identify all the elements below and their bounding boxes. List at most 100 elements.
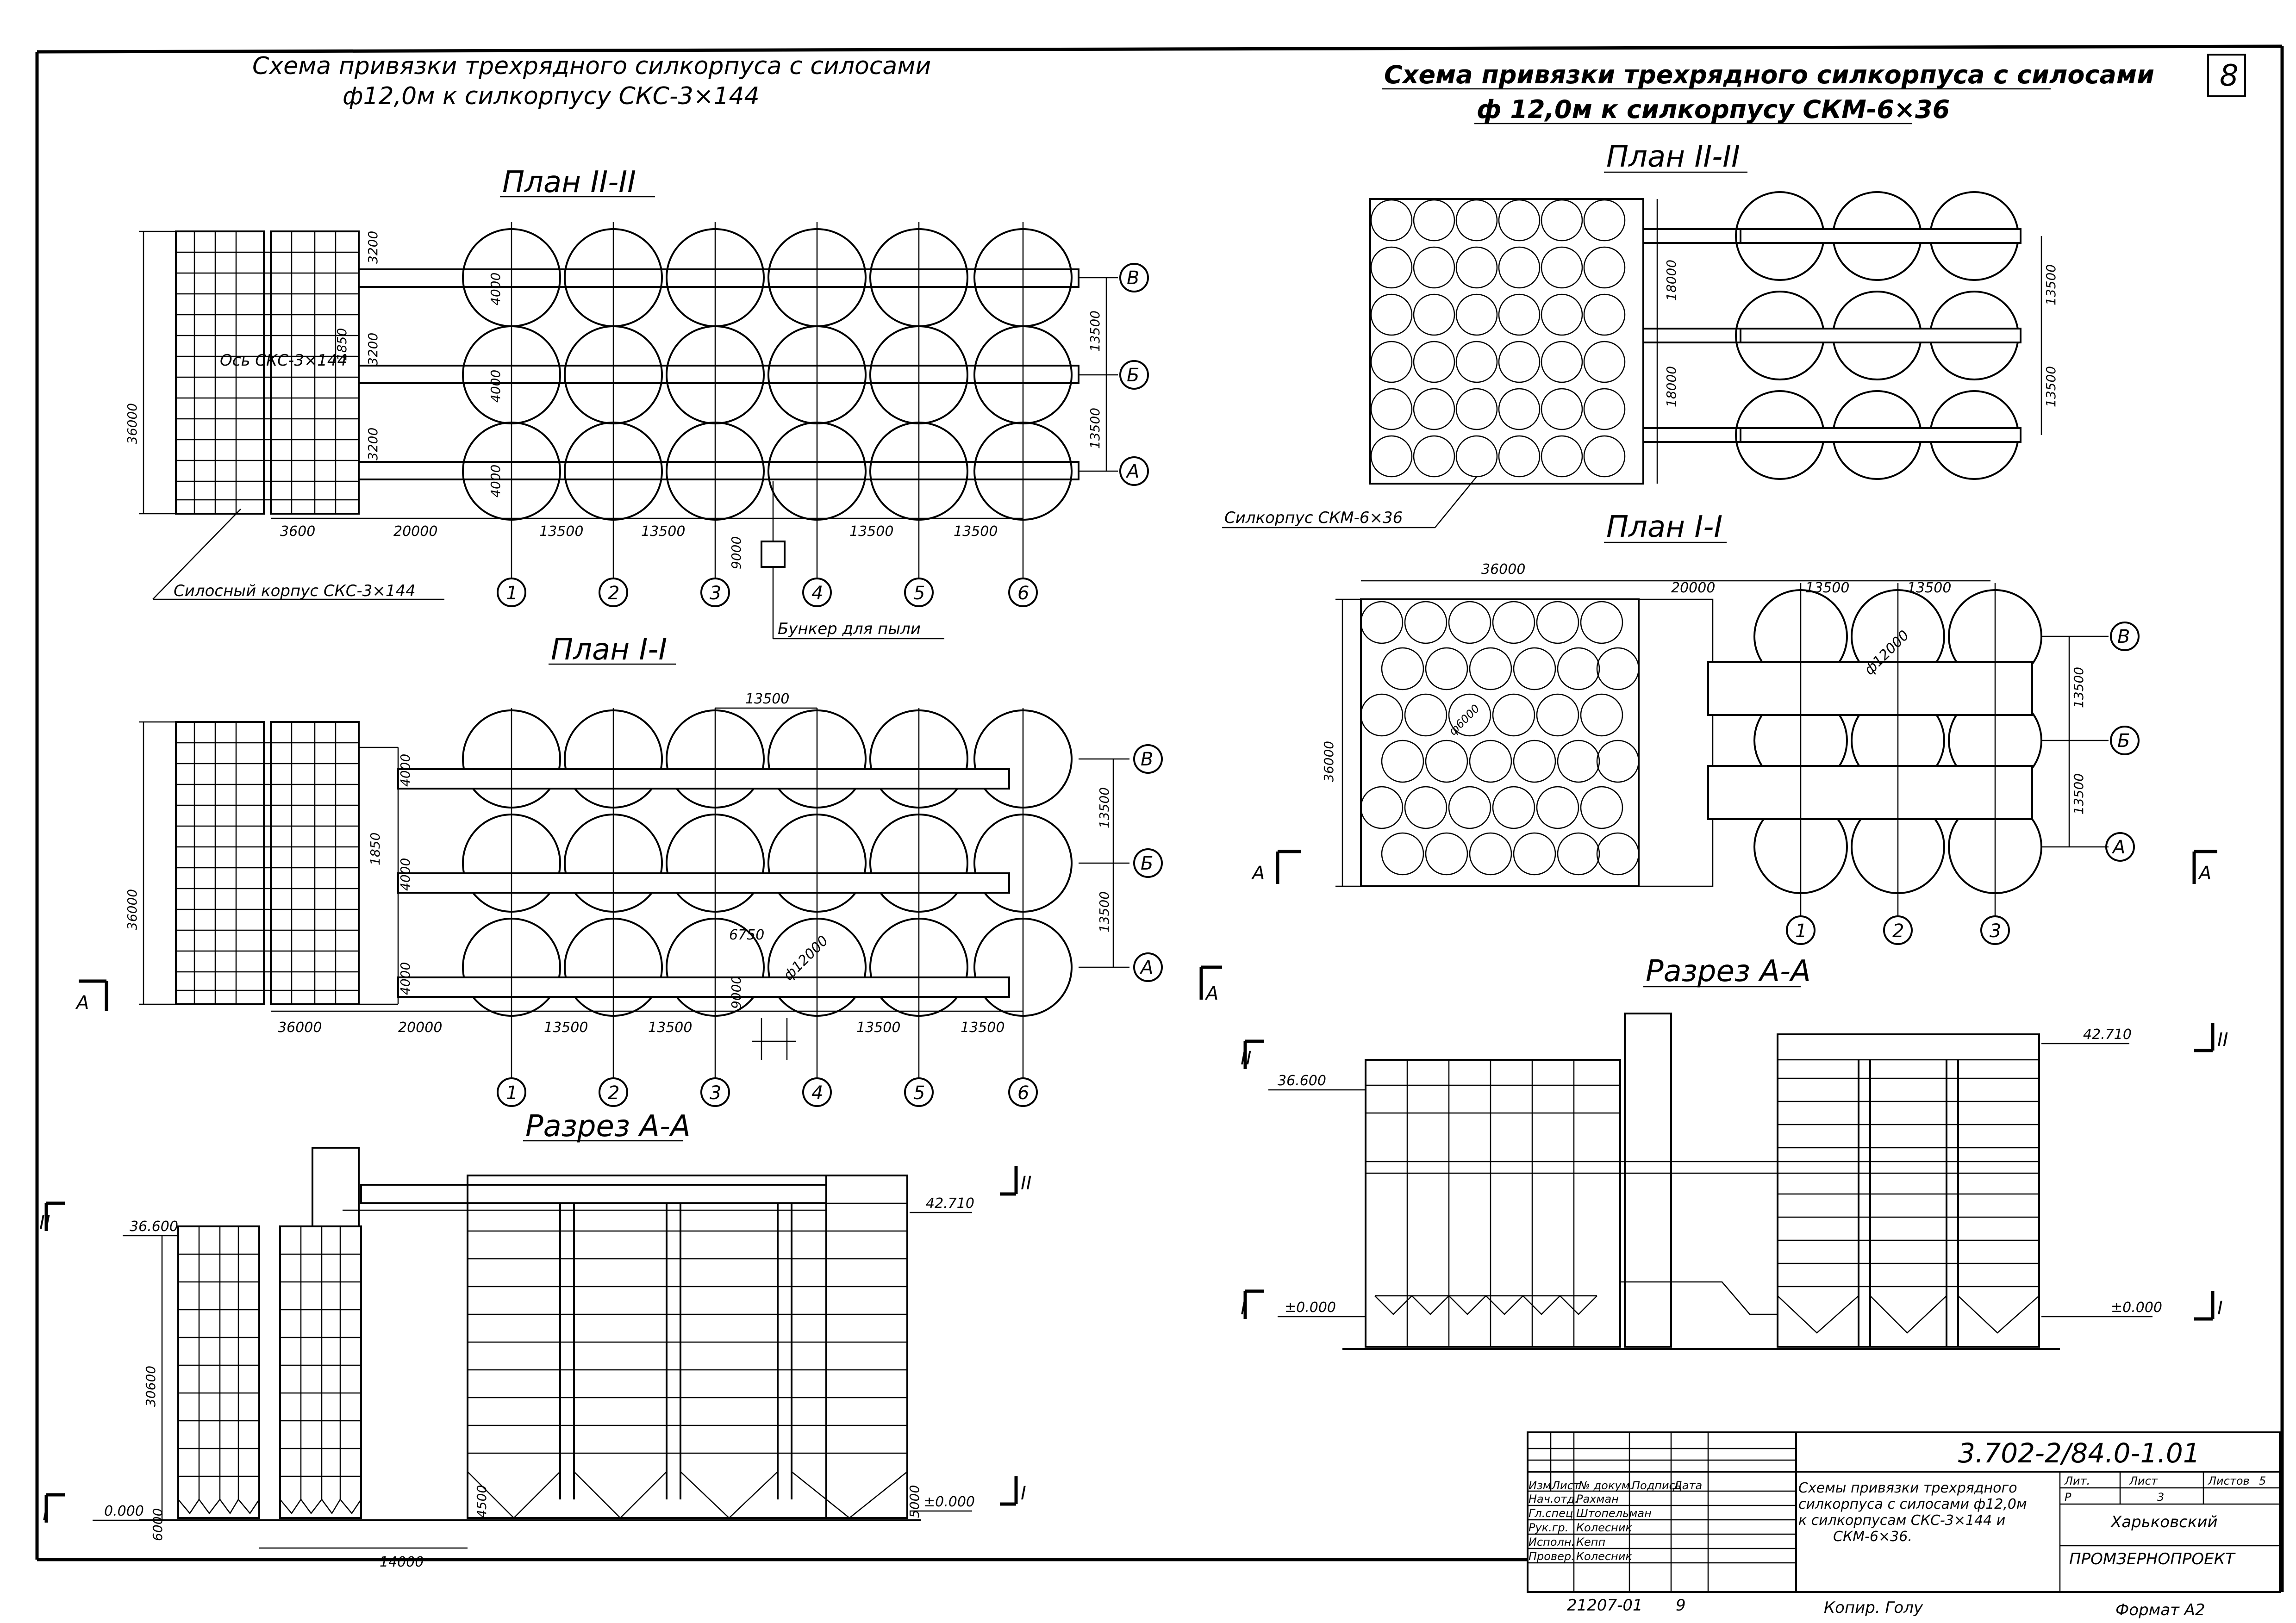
tb-bottom-sheet: 9 <box>1676 1596 1686 1615</box>
left-section-level-3: ±0.000 <box>923 1494 975 1510</box>
tb-code: 3.702-2/84.0-1.01 <box>1958 1437 2200 1469</box>
right-section-marker-i-right: I <box>2217 1298 2223 1319</box>
right-section-details <box>1366 1059 2040 1347</box>
left-section-level-top: 42.710 <box>926 1195 974 1212</box>
right-plan1-dim-top-1: 36000 <box>1481 561 1525 578</box>
left-plan1-row-3: А <box>1139 957 1153 978</box>
left-title-line2: ф12,0м к силкорпусу СКС-3×144 <box>343 82 760 110</box>
right-section: Разрез А-А <box>1241 954 2228 1350</box>
left-plan1-col-2: 2 <box>608 1082 619 1104</box>
left-section-heading: Разрез А-А <box>525 1109 691 1144</box>
left-plan-2: План II-II 36 <box>125 165 1149 640</box>
right-plan1-dim-left: 36000 <box>1321 741 1336 782</box>
right-plan1-dim-top-2: 20000 <box>1671 580 1715 596</box>
sheet-number: 8 <box>2220 59 2239 93</box>
tb-head-list: Лист <box>1551 1479 1580 1492</box>
tb-sheets-value: 5 <box>2259 1474 2266 1487</box>
left-plan1-dim-b4: 13500 <box>648 1020 692 1036</box>
right-plan1-row-2: Б <box>2117 730 2130 752</box>
left-plan1-dim-b1: 36000 <box>278 1020 322 1036</box>
right-section-level-2: 36.600 <box>1278 1073 1326 1089</box>
tb-name-2: Штопельман <box>1576 1507 1652 1520</box>
right-plan1-row-3: А <box>2111 837 2125 858</box>
left-plan1-silos <box>397 709 1073 1017</box>
right-plan2-dim-left-2: 18000 <box>1664 366 1679 407</box>
left-plan1-row-2: Б <box>1141 853 1153 874</box>
left-section-level-2: 36.600 <box>130 1219 178 1235</box>
right-plan2-dim-right-2: 13500 <box>2043 366 2059 407</box>
right-plan1-col-2: 2 <box>1892 920 1904 942</box>
left-section-new-silos <box>467 1202 908 1519</box>
right-section-marker-ii-right: II <box>2217 1029 2228 1051</box>
left-section-level-4: 0.000 <box>104 1503 144 1519</box>
left-plan1-dim-diameter: ф12000 <box>780 933 831 983</box>
left-plan2-dim-b3: 13500 <box>539 523 583 540</box>
tb-copied: Копир. Голу <box>1824 1598 1923 1617</box>
tb-name-3: Колесник <box>1576 1521 1632 1534</box>
left-plan1-dim-right-2: 13500 <box>1097 891 1112 933</box>
tb-org-line1: Харьковский <box>2110 1513 2218 1531</box>
left-plan2-row-1: В <box>1127 267 1139 289</box>
tb-role-1: Нач.отд. <box>1529 1492 1578 1505</box>
sheet-number-box: 8 <box>2207 54 2246 97</box>
left-plan1-col-6: 6 <box>1017 1082 1029 1104</box>
left-section-dim-small-1: 6000 <box>150 1508 165 1541</box>
tb-role-5: Провер. <box>1529 1550 1575 1563</box>
left-plan2-dimv-inner-3: 4000 <box>488 465 503 497</box>
right-plan1-col-1: 1 <box>1795 920 1807 942</box>
left-section-dim-height: 30600 <box>143 1366 158 1407</box>
left-plan2-dim-b1: 3600 <box>280 523 315 540</box>
dust-bunker <box>761 541 786 568</box>
left-plan2-col-1: 1 <box>506 583 518 604</box>
right-plan-1: План I-I 36000 20000 13500 13500 ф6000 3… <box>1251 510 2217 945</box>
left-section-marker-i-left: I <box>43 1504 48 1525</box>
left-plan1-dim-left: 36000 <box>125 889 140 930</box>
left-section-marker-i-right: I <box>1021 1483 1026 1504</box>
right-plan1-silos-staggered <box>1360 601 1640 876</box>
tb-bottom-left: 21207-01 <box>1567 1596 1643 1615</box>
tb-format: Формат А2 <box>2115 1601 2205 1619</box>
left-plan2-dimv-2: 1850 <box>334 328 349 361</box>
left-section-marker-ii-right: II <box>1021 1173 1032 1194</box>
left-plan2-dim-b6: 13500 <box>954 523 998 540</box>
left-plan2-dim-left: 36000 <box>125 403 140 444</box>
tb-role-4: Исполн. <box>1529 1536 1575 1548</box>
right-plan2-silos-6x6 <box>1370 199 1626 478</box>
left-plan1-dimv-1: 4000 <box>398 754 413 787</box>
left-plan2-dim-b2: 20000 <box>393 523 437 540</box>
left-plan1-dim-b3: 13500 <box>544 1020 588 1036</box>
left-plan2-dim-right-2: 13500 <box>1087 408 1103 449</box>
left-plan2-dim-bunker: 9000 <box>729 536 744 569</box>
left-plan1-heading: План I-I <box>551 633 667 667</box>
left-plan1-dim-b2: 20000 <box>398 1020 442 1036</box>
left-plan1-dim-b6: 13500 <box>961 1020 1004 1036</box>
left-section-dim-small-2: 4500 <box>474 1485 489 1518</box>
tb-desc-2: силкорпуса с силосами ф12,0м <box>1798 1496 2027 1512</box>
right-section-marker-i-left: I <box>1241 1298 1246 1319</box>
left-plan1-section-marker-right: А <box>1204 983 1218 1004</box>
left-plan2-silos <box>462 228 1073 521</box>
left-plan2-dimv-4: 3200 <box>365 428 381 460</box>
left-plan1-silo-grid <box>175 721 360 1005</box>
left-section-marker-ii-left: II <box>39 1212 50 1233</box>
left-plan2-col-3: 3 <box>710 583 721 604</box>
right-plan1-col-3: 3 <box>1990 920 2001 942</box>
right-plan2-dim-right-1: 13500 <box>2043 264 2059 305</box>
tb-desc-3: к силкорпусам СКС-3×144 и <box>1798 1512 2005 1529</box>
left-plan1-dim-small: 6750 <box>729 927 764 943</box>
tb-role-2: Гл.спец <box>1529 1507 1573 1520</box>
left-plan1-col-4: 4 <box>811 1082 823 1104</box>
left-plan1-col-3: 3 <box>710 1082 721 1104</box>
right-plan1-dim-small-diameter: ф6000 <box>1446 702 1482 738</box>
right-section-heading: Разрез А-А <box>1646 954 1811 989</box>
tb-lit-label: Лит. <box>2064 1474 2090 1487</box>
left-plan2-dimv-inner-2: 4000 <box>488 370 503 403</box>
left-section-dim-bottom: 14000 <box>380 1554 424 1570</box>
tb-name-4: Кепп <box>1576 1536 1605 1548</box>
right-section-level-3: ±0.000 <box>1285 1300 1336 1316</box>
left-plan1-dimv-3: 4000 <box>398 858 413 891</box>
left-section: Разрез А-А <box>39 1109 1032 1570</box>
left-plan1-row-1: В <box>1141 749 1153 770</box>
left-plan2-row-3: А <box>1125 461 1139 482</box>
left-plan2-dimv-3: 3200 <box>365 333 381 366</box>
